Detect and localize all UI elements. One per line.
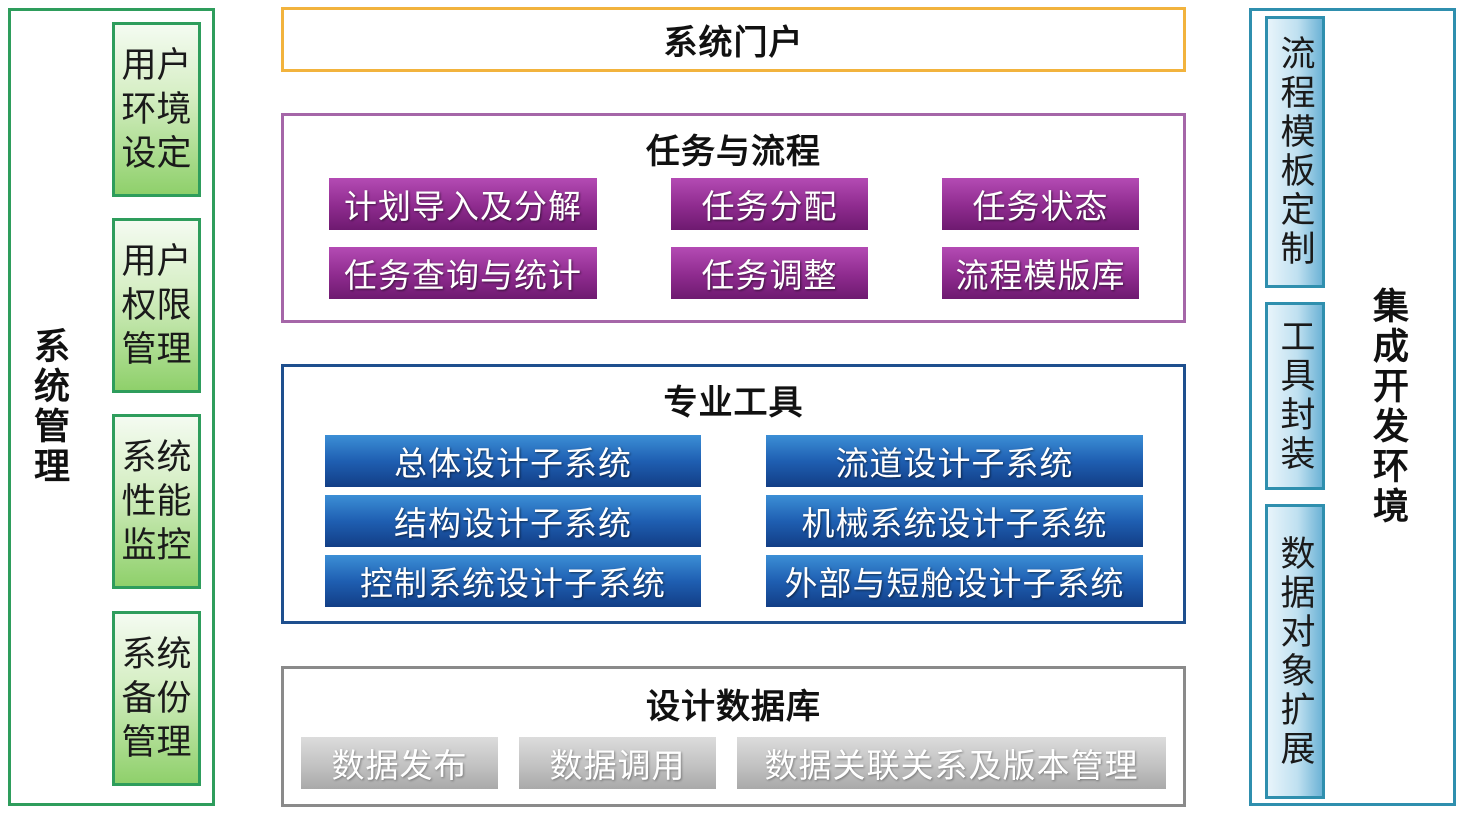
user-permission-box[interactable]: 用户 权限 管理 (112, 218, 201, 393)
design-database-title: 设计数据库 (646, 687, 821, 727)
professional-tools-section: 专业工具 (281, 364, 1186, 624)
task-status-button[interactable]: 任务状态 (942, 178, 1139, 230)
mechanical-system-design-button[interactable]: 机械系统设计子系统 (766, 495, 1143, 547)
tool-encapsulation-box[interactable]: 工具封装 (1265, 302, 1325, 490)
flow-template-custom-box[interactable]: 流程模板定制 (1265, 16, 1325, 288)
system-management-panel (8, 8, 215, 806)
data-publish-button[interactable]: 数据发布 (301, 737, 498, 789)
system-management-title: 系统管理 (28, 327, 69, 487)
system-portal-title: 系统门户 (663, 23, 804, 63)
flowpath-design-button[interactable]: 流道设计子系统 (766, 435, 1143, 487)
data-relation-version-button[interactable]: 数据关联关系及版本管理 (737, 737, 1166, 789)
data-object-extension-box[interactable]: 数据对象扩展 (1265, 504, 1325, 799)
backup-management-box[interactable]: 系统 备份 管理 (112, 611, 201, 786)
design-database-section: 设计数据库 (281, 666, 1186, 807)
task-query-button[interactable]: 任务查询与统计 (329, 247, 597, 299)
overall-design-button[interactable]: 总体设计子系统 (325, 435, 701, 487)
plan-import-button[interactable]: 计划导入及分解 (329, 178, 597, 230)
professional-tools-title: 专业工具 (663, 383, 804, 423)
integrated-dev-env-title: 集成开发环境 (1367, 287, 1408, 527)
control-system-design-button[interactable]: 控制系统设计子系统 (325, 555, 701, 607)
user-environment-box[interactable]: 用户 环境 设定 (112, 22, 201, 197)
performance-monitor-box[interactable]: 系统 性能 监控 (112, 414, 201, 589)
data-call-button[interactable]: 数据调用 (519, 737, 716, 789)
task-flow-section: 任务与流程 (281, 113, 1186, 323)
flow-template-library-button[interactable]: 流程模版库 (942, 247, 1139, 299)
external-nacelle-design-button[interactable]: 外部与短舱设计子系统 (766, 555, 1143, 607)
system-portal-box[interactable]: 系统门户 (281, 7, 1186, 72)
structure-design-button[interactable]: 结构设计子系统 (325, 495, 701, 547)
task-adjust-button[interactable]: 任务调整 (671, 247, 868, 299)
task-flow-title: 任务与流程 (646, 132, 821, 172)
integrated-dev-env-panel (1249, 8, 1456, 806)
task-assign-button[interactable]: 任务分配 (671, 178, 868, 230)
